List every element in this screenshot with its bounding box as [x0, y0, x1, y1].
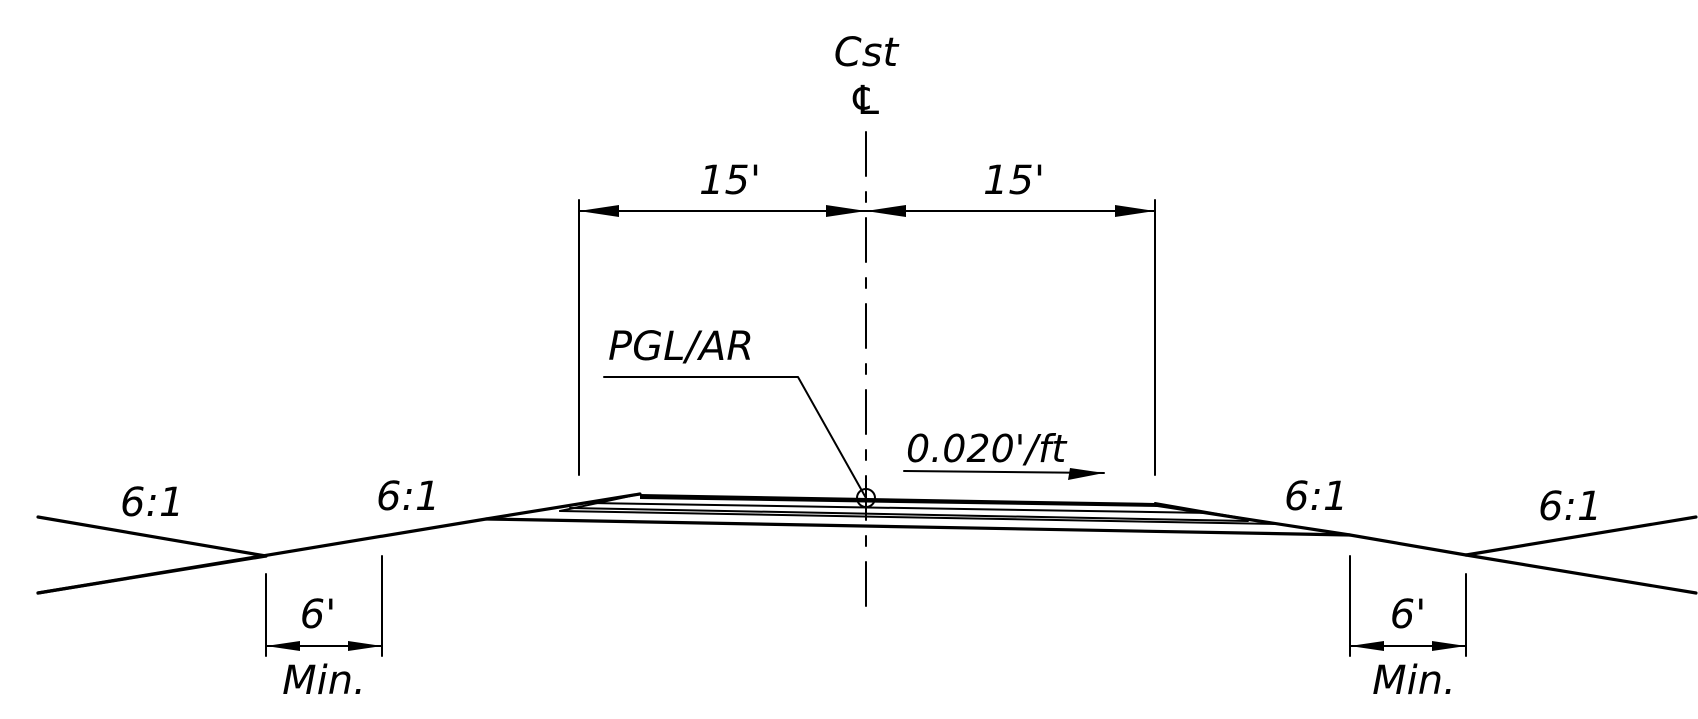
- pavement-surface: [640, 494, 1160, 507]
- centerline-symbol: ℄: [848, 78, 884, 124]
- left-offset-label: 6': [300, 592, 336, 638]
- pavement-layer-1: [589, 502, 1213, 514]
- pavement-left-taper: [559, 493, 641, 512]
- subgrade-line: [484, 517, 1352, 537]
- dimension-arrow-left-outer: [579, 205, 619, 217]
- profile-grade-leader: [603, 376, 867, 499]
- pavement-layer-2: [569, 507, 1249, 522]
- cross-slope-label: 0.020'/ft: [906, 427, 1068, 471]
- dimension-arrow-left-inner: [826, 205, 866, 217]
- left-offset-note: Min.: [282, 658, 366, 704]
- centerline-label: Cst: [834, 30, 900, 76]
- left-offset-arrow-1: [266, 641, 300, 651]
- right-offset-note: Min.: [1372, 658, 1456, 704]
- pavement-right-taper: [1154, 502, 1277, 525]
- slope-label-far-left: 6:1: [120, 480, 184, 526]
- cross-slope-arrow: [1068, 468, 1104, 480]
- right-backslope: [1464, 515, 1698, 557]
- dimension-arrow-right-outer: [1115, 205, 1155, 217]
- profile-grade-label: PGL/AR: [608, 324, 754, 370]
- left-offset-arrow-2: [348, 641, 382, 651]
- slope-label-far-right: 6:1: [1538, 484, 1602, 530]
- right-offset-arrow-2: [1432, 641, 1466, 651]
- left-backslope: [36, 515, 268, 558]
- right-offset-label: 6': [1390, 592, 1426, 638]
- slope-label-inner-left: 6:1: [376, 474, 440, 520]
- right-ditch-continuation: [1464, 553, 1698, 595]
- pavement-layer-3: [559, 510, 1277, 525]
- right-width-label: 15': [983, 158, 1045, 204]
- left-ditch-continuation: [36, 554, 268, 595]
- slope-label-inner-right: 6:1: [1284, 474, 1348, 520]
- profile-grade-point: [856, 488, 876, 508]
- right-offset-arrow-1: [1350, 641, 1384, 651]
- left-width-label: 15': [699, 158, 761, 204]
- dimension-arrow-right-inner: [866, 205, 906, 217]
